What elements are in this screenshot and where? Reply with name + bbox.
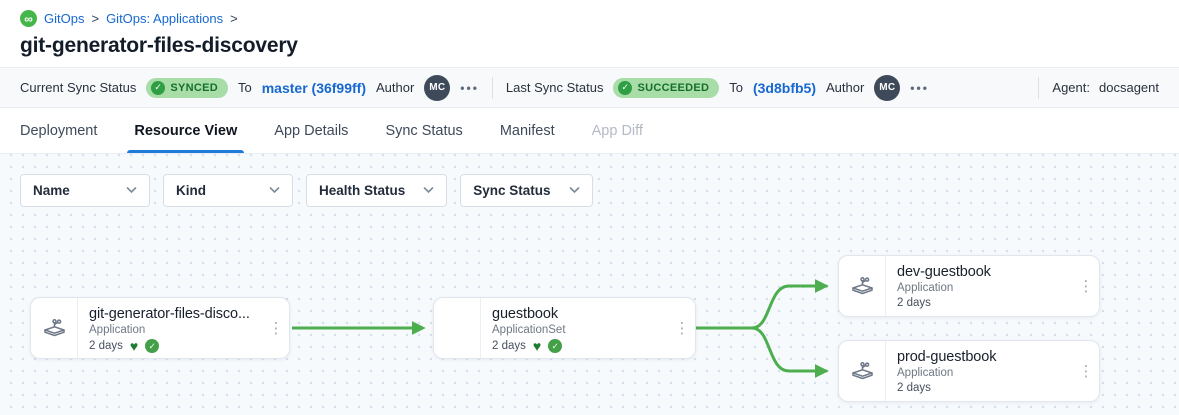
breadcrumb-separator: > (230, 11, 238, 26)
node-age: 2 days (492, 340, 526, 352)
succeeded-badge-label: SUCCEEDED (637, 81, 710, 94)
author-avatar[interactable]: MC (424, 74, 451, 101)
node-kebab-menu-icon[interactable]: ⋮ (1078, 278, 1094, 295)
last-revision-link[interactable]: (3d8bfb5) (752, 79, 816, 96)
node-kebab-menu-icon[interactable]: ⋮ (268, 320, 284, 337)
filter-name-dropdown[interactable]: Name (20, 174, 150, 207)
check-circle-icon: ✓ (618, 80, 633, 95)
succeeded-status-badge: ✓ SUCCEEDED (613, 77, 720, 98)
node-age: 2 days (897, 382, 931, 394)
node-meta: 2 days (897, 382, 1069, 394)
tab-bar: Deployment Resource View App Details Syn… (0, 108, 1179, 153)
argo-application-icon (839, 341, 885, 401)
node-kind: Application (897, 282, 954, 294)
node-dev-guestbook[interactable]: dev-guestbook Application 2 days ⋮ (838, 255, 1100, 317)
chevron-down-icon (269, 187, 280, 194)
node-title: prod-guestbook (897, 349, 997, 365)
node-icon-placeholder (434, 298, 480, 358)
infinity-glyph: ∞ (24, 11, 33, 26)
argo-application-icon (31, 298, 77, 358)
current-sync-status-label: Current Sync Status (20, 80, 137, 95)
node-title: guestbook (492, 306, 559, 322)
node-info: guestbook ApplicationSet 2 days ♥ ✓ (480, 298, 669, 358)
node-kebab-menu-icon[interactable]: ⋮ (1078, 363, 1094, 380)
sync-check-icon: ✓ (548, 339, 563, 353)
node-kebab-menu-icon[interactable]: ⋮ (674, 320, 690, 337)
node-kind: Application (89, 324, 146, 336)
argo-application-icon (839, 256, 885, 316)
chevron-down-icon (569, 187, 579, 194)
node-kind: Application (897, 367, 954, 379)
chevron-down-icon (126, 187, 137, 194)
to-label: To (729, 80, 743, 95)
breadcrumb-link-gitops[interactable]: GitOps (44, 11, 85, 26)
node-info: dev-guestbook Application 2 days (885, 256, 1073, 316)
current-sync-group: Current Sync Status ✓ SYNCED To master (… (20, 74, 479, 101)
node-guestbook[interactable]: guestbook ApplicationSet 2 days ♥ ✓ ⋮ (433, 297, 696, 359)
author-label: Author (375, 80, 415, 95)
page-header: ∞ GitOps > GitOps: Applications > git-ge… (0, 0, 1179, 67)
tab-resource-view[interactable]: Resource View (127, 108, 245, 153)
filter-label: Sync Status (473, 183, 551, 198)
chevron-down-icon (423, 187, 434, 194)
node-meta: 2 days ♥ ✓ (492, 339, 665, 353)
resource-graph-canvas[interactable]: Name Kind Health Status Sync Status (0, 153, 1179, 415)
node-info: git-generator-files-disco... Application… (77, 298, 263, 358)
node-git-generator-files-discovery[interactable]: git-generator-files-disco... Application… (30, 297, 290, 359)
health-heart-icon: ♥ (129, 338, 139, 354)
node-title: git-generator-files-disco... (89, 306, 250, 322)
last-sync-group: Last Sync Status ✓ SUCCEEDED To (3d8bfb5… (505, 74, 929, 101)
node-meta: 2 days (897, 297, 1069, 309)
node-prod-guestbook[interactable]: prod-guestbook Application 2 days ⋮ (838, 340, 1100, 402)
agent-group: Agent: docsagent (1052, 80, 1159, 95)
agent-label: Agent: (1052, 80, 1090, 95)
breadcrumb: ∞ GitOps > GitOps: Applications > (20, 10, 1159, 27)
tab-app-diff: App Diff (591, 122, 643, 139)
check-circle-icon: ✓ (151, 80, 166, 95)
divider (1038, 76, 1040, 99)
node-kind: ApplicationSet (492, 324, 566, 336)
health-heart-icon: ♥ (532, 338, 542, 354)
filter-health-status-dropdown[interactable]: Health Status (306, 174, 448, 207)
last-sync-status-label: Last Sync Status (505, 80, 604, 95)
agent-value: docsagent (1099, 80, 1159, 95)
filter-label: Name (33, 183, 70, 198)
filter-kind-dropdown[interactable]: Kind (163, 174, 293, 207)
synced-badge-label: SYNCED (170, 81, 218, 94)
filter-label: Kind (176, 183, 206, 198)
node-info: prod-guestbook Application 2 days (885, 341, 1073, 401)
filter-sync-status-dropdown[interactable]: Sync Status (460, 174, 593, 207)
sync-check-icon: ✓ (145, 339, 160, 353)
page-title: git-generator-files-discovery (20, 34, 298, 57)
node-meta: 2 days ♥ ✓ (89, 339, 259, 353)
node-age: 2 days (89, 340, 123, 352)
filter-bar: Name Kind Health Status Sync Status (20, 174, 593, 207)
filter-label: Health Status (319, 183, 406, 198)
tab-manifest[interactable]: Manifest (499, 122, 555, 139)
more-actions-icon[interactable]: ••• (910, 80, 929, 95)
current-revision-link[interactable]: master (36f99ff) (261, 79, 366, 96)
node-title: dev-guestbook (897, 264, 991, 280)
breadcrumb-link-applications[interactable]: GitOps: Applications (106, 11, 224, 26)
author-avatar[interactable]: MC (874, 74, 901, 101)
synced-status-badge: ✓ SYNCED (146, 77, 228, 98)
tab-sync-status[interactable]: Sync Status (385, 122, 463, 139)
to-label: To (237, 80, 252, 95)
author-label: Author (825, 80, 865, 95)
gitops-logo-icon: ∞ (20, 10, 37, 27)
tab-app-details[interactable]: App Details (274, 122, 349, 139)
node-age: 2 days (897, 297, 931, 309)
divider (491, 76, 493, 99)
sync-status-bar: Current Sync Status ✓ SYNCED To master (… (0, 67, 1179, 108)
breadcrumb-separator: > (91, 11, 100, 26)
more-actions-icon[interactable]: ••• (460, 80, 479, 95)
tab-deployment[interactable]: Deployment (20, 122, 98, 139)
